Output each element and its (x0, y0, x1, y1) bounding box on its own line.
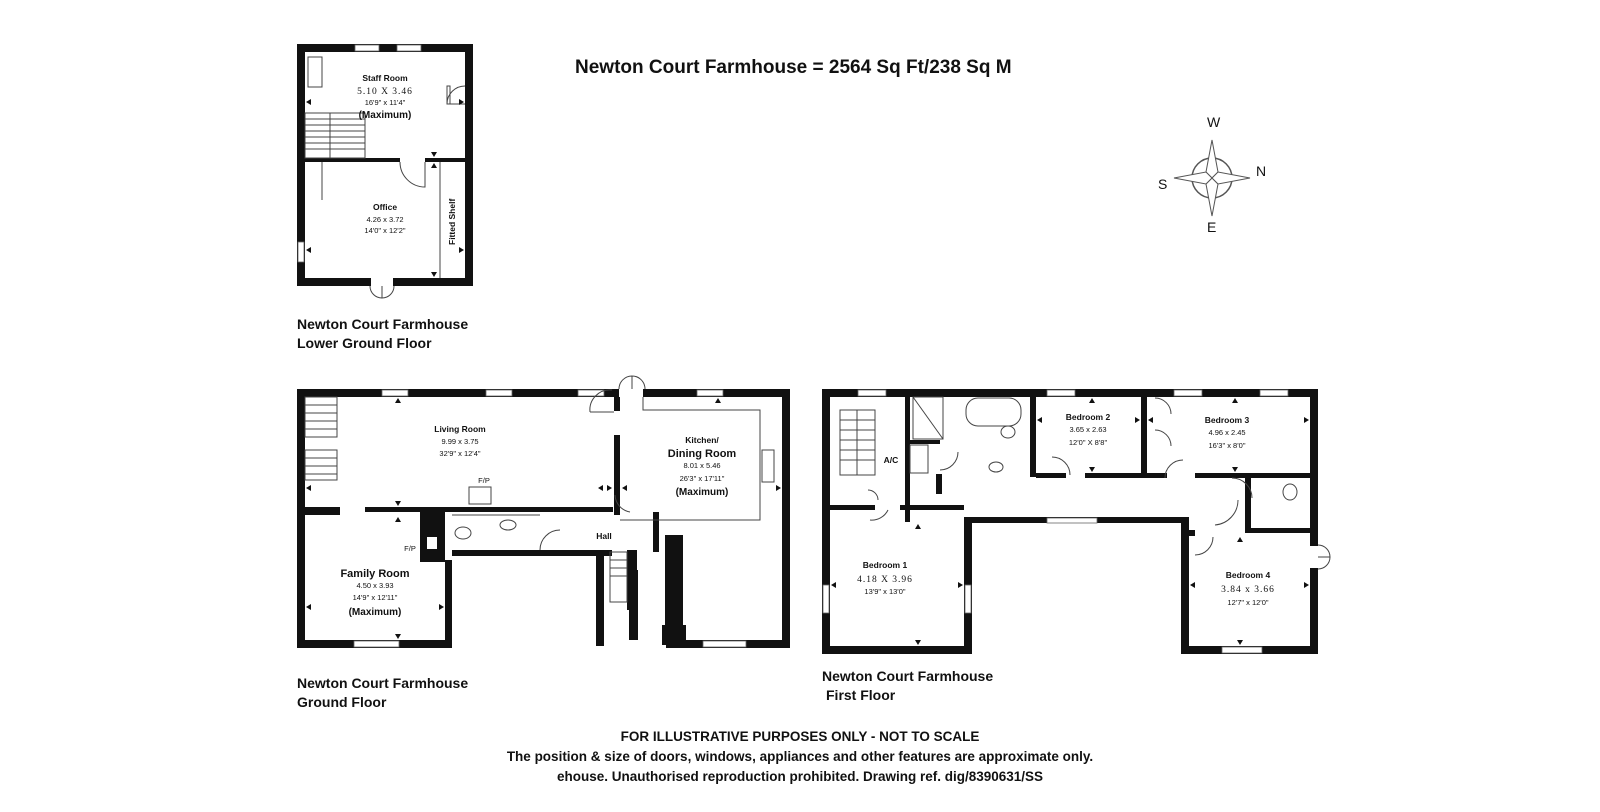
office-imperial: 14'0" x 12'2" (364, 226, 405, 235)
first-stairs (839, 409, 876, 476)
living-room-imperial: 32'9" x 12'4" (439, 449, 480, 458)
staff-room-note: (Maximum) (359, 110, 412, 121)
kitchen-imperial: 26'3" x 17'11" (680, 474, 725, 483)
lower-stairs (304, 112, 366, 159)
bedroom-4-metric: 3.84 x 3.66 (1221, 585, 1275, 595)
bedroom-4-label: Bedroom 4 (1226, 570, 1271, 580)
staff-room-metric: 5.10 X 3.46 (357, 87, 413, 97)
ground-caption-line1: Newton Court Farmhouse (297, 675, 469, 691)
living-room-metric: 9.99 x 3.75 (441, 437, 478, 446)
bedroom-2-metric: 3.65 x 2.63 (1069, 425, 1106, 434)
first-floor-plan: A/C Bedroom 2 3.65 x 2.63 12'0" X 8'8" B… (822, 389, 1331, 654)
sink-icon (307, 56, 323, 88)
staff-room-imperial: 16'9" x 11'4" (365, 98, 406, 107)
living-room-label: Living Room (434, 424, 486, 434)
compass-e: E (1207, 219, 1216, 235)
kitchen-label-line1: Kitchen/ (685, 435, 719, 445)
bedroom-2-imperial: 12'0" X 8'8" (1069, 438, 1108, 447)
hall-label: Hall (596, 531, 612, 541)
disclaimer-line-1: FOR ILLUSTRATIVE PURPOSES ONLY - NOT TO … (620, 729, 980, 744)
hob-icon (761, 449, 775, 483)
first-caption-line1: Newton Court Farmhouse (822, 668, 994, 684)
bedroom-1-metric: 4.18 X 3.96 (857, 575, 913, 585)
compass-rose-icon: W N S E (1158, 114, 1266, 235)
family-room-metric: 4.50 x 3.93 (356, 581, 393, 590)
ground-floor-plan: Living Room 9.99 x 3.75 32'9" x 12'4" F/… (297, 375, 790, 648)
shower-icon (912, 396, 944, 440)
lower-caption-line2: Lower Ground Floor (297, 335, 432, 351)
compass-s: S (1158, 176, 1167, 192)
disclaimer-line-3: ehouse. Unauthorised reproduction prohib… (556, 769, 1044, 784)
bedroom-3-imperial: 16'3" x 8'0" (1209, 441, 1246, 450)
lower-ground-floor-plan: Staff Room 5.10 X 3.46 16'9" x 11'4" (Ma… (297, 44, 473, 299)
ground-floor-caption: Newton Court Farmhouse Ground Floor (297, 674, 468, 712)
compass-w: W (1207, 114, 1221, 130)
bedroom-4-imperial: 12'7" x 12'0" (1227, 598, 1268, 607)
lower-caption-line1: Newton Court Farmhouse (297, 316, 469, 332)
bedroom-2-label: Bedroom 2 (1066, 412, 1111, 422)
ground-caption-line2: Ground Floor (297, 694, 387, 710)
first-caption-line2: First Floor (826, 687, 896, 703)
bedroom-3-label: Bedroom 3 (1205, 415, 1250, 425)
family-room-label: Family Room (340, 568, 409, 580)
first-floor-caption: Newton Court Farmhouse First Floor (822, 667, 993, 705)
office-label: Office (373, 202, 397, 212)
bedroom-1-label: Bedroom 1 (863, 560, 908, 570)
office-metric: 4.26 x 3.72 (366, 215, 403, 224)
kitchen-metric: 8.01 x 5.46 (683, 461, 720, 470)
family-room-note: (Maximum) (349, 607, 402, 618)
lower-floor-caption: Newton Court Farmhouse Lower Ground Floo… (297, 315, 468, 353)
family-room-imperial: 14'9" x 12'11" (353, 593, 398, 602)
plan-title: Newton Court Farmhouse = 2564 Sq Ft/238 … (575, 57, 1012, 78)
kitchen-note: (Maximum) (676, 487, 729, 498)
kitchen-label-line2: Dining Room (668, 448, 737, 460)
living-fireplace-label: F/P (478, 476, 490, 485)
bath-icon (965, 397, 1022, 427)
family-fireplace-label: F/P (404, 544, 416, 553)
disclaimer-line-2: The position & size of doors, windows, a… (506, 749, 1094, 764)
compass-n: N (1256, 163, 1266, 179)
ground-stairs (304, 396, 638, 640)
staff-room-label: Staff Room (362, 73, 408, 83)
bedroom-1-imperial: 13'9" x 13'0" (864, 587, 905, 596)
fireplace-icon (468, 486, 492, 505)
bedroom-3-metric: 4.96 x 2.45 (1208, 428, 1245, 437)
fitted-shelf-label: Fitted Shelf (447, 199, 457, 245)
ac-label: A/C (884, 455, 899, 465)
